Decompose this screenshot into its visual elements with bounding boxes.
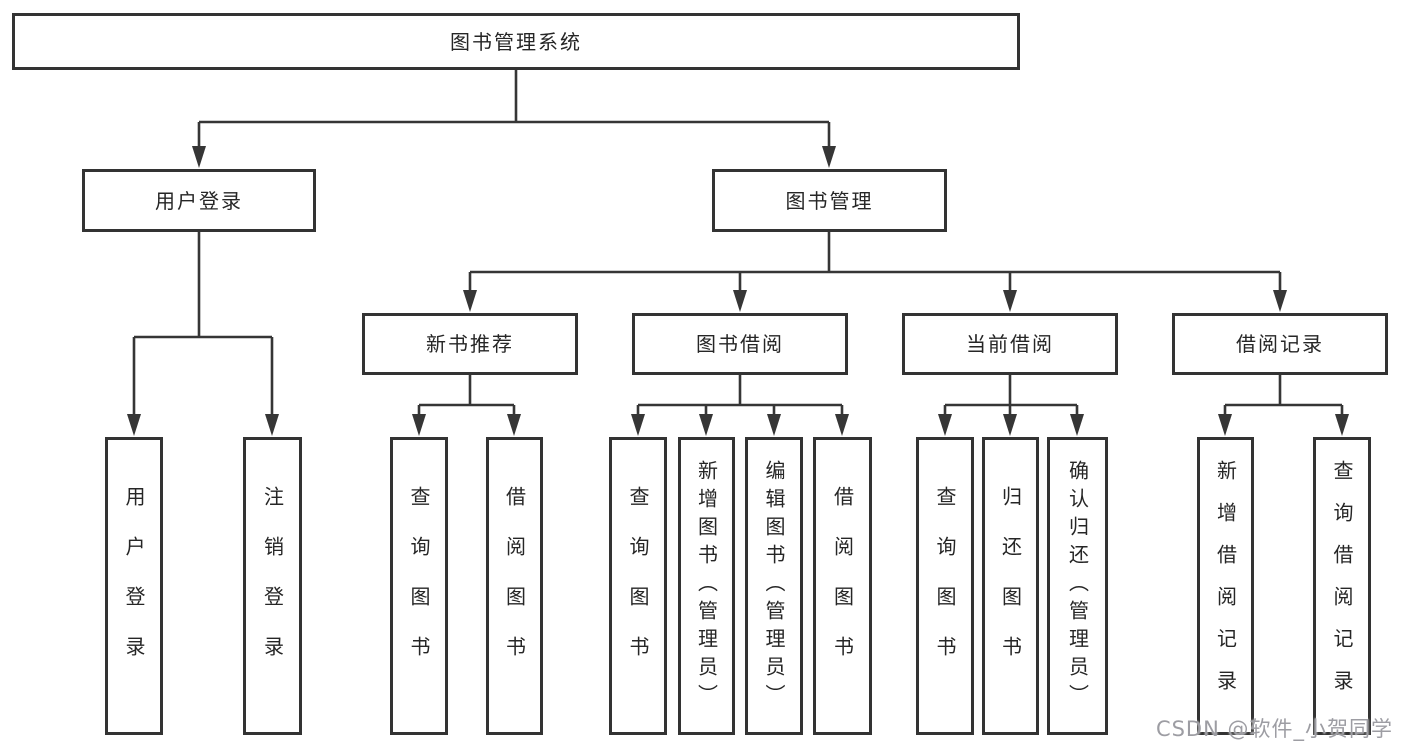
node-label-leaf-br-add: 新增借阅记录 [1213,460,1238,712]
node-label-borrow-records: 借阅记录 [1236,332,1324,356]
node-leaf-cb-query: 查询图书 [916,437,974,735]
node-label-new-book-rec: 新书推荐 [426,332,514,356]
node-leaf-nbr-borrow: 借阅图书 [486,437,543,735]
node-leaf-logout: 注销登录 [243,437,302,735]
node-user-login: 用户登录 [82,169,316,232]
node-label-current-borrow: 当前借阅 [966,332,1054,356]
node-leaf-bb-add: 新增图书（管理员） [678,437,735,735]
node-label-leaf-br-query: 查询借阅记录 [1330,460,1354,712]
node-label-leaf-bb-edit: 编辑图书（管理员） [762,460,786,712]
node-label-leaf-cb-confirm: 确认归还（管理员） [1065,460,1090,712]
node-label-leaf-nbr-query: 查询图书 [407,486,431,686]
node-label-leaf-bb-borrow: 借阅图书 [830,486,855,686]
node-label-leaf-bb-query: 查询图书 [626,486,650,686]
watermark: CSDN @软件_小贺同学 [1155,717,1393,741]
node-borrow-records: 借阅记录 [1172,313,1388,375]
node-label-user-login: 用户登录 [155,188,243,213]
node-leaf-nbr-query: 查询图书 [390,437,448,735]
node-root: 图书管理系统 [12,13,1020,70]
node-leaf-user-login: 用户登录 [105,437,163,735]
node-label-book-borrow: 图书借阅 [696,332,784,356]
node-leaf-br-add: 新增借阅记录 [1197,437,1254,735]
node-new-book-rec: 新书推荐 [362,313,578,375]
node-label-leaf-logout: 注销登录 [260,486,285,686]
node-label-leaf-cb-return: 归还图书 [998,486,1023,686]
node-leaf-br-query: 查询借阅记录 [1313,437,1371,735]
node-book-borrow: 图书借阅 [632,313,848,375]
node-leaf-bb-edit: 编辑图书（管理员） [745,437,803,735]
node-label-leaf-nbr-borrow: 借阅图书 [502,486,527,686]
node-label-leaf-cb-query: 查询图书 [933,486,957,686]
node-leaf-bb-borrow: 借阅图书 [813,437,872,735]
node-current-borrow: 当前借阅 [902,313,1118,375]
node-label-book-mgmt: 图书管理 [785,188,874,213]
node-label-leaf-bb-add: 新增图书（管理员） [694,460,719,712]
node-label-leaf-user-login: 用户登录 [122,486,146,686]
node-label-root: 图书管理系统 [450,29,582,54]
node-book-mgmt: 图书管理 [712,169,947,232]
node-leaf-cb-return: 归还图书 [982,437,1039,735]
node-leaf-cb-confirm: 确认归还（管理员） [1047,437,1108,735]
node-leaf-bb-query: 查询图书 [609,437,667,735]
